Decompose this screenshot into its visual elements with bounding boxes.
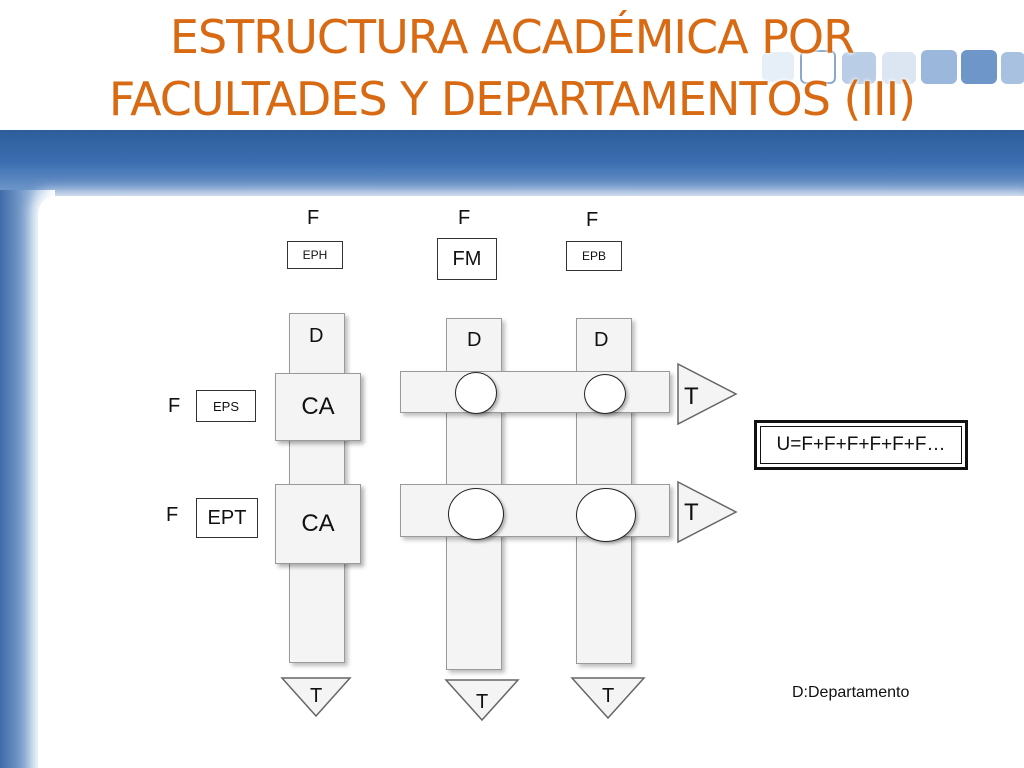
column-triangle: T xyxy=(570,677,646,720)
column-t-label: T xyxy=(476,691,488,713)
department-label: D xyxy=(309,325,324,347)
faculty-box-ept: EPT xyxy=(196,498,258,538)
faculty-box-epb: EPB xyxy=(566,241,622,271)
faculty-f-label: F xyxy=(458,207,471,229)
faculty-f-label: F xyxy=(586,209,599,231)
content-panel xyxy=(38,196,1024,768)
formula-text: U=F+F+F+F+F+F… xyxy=(760,426,962,464)
ca-intersection: CA xyxy=(275,373,361,441)
intersection-circle xyxy=(584,374,626,414)
column-t-label: T xyxy=(602,685,614,707)
column-triangle: T xyxy=(444,679,520,722)
faculty-box-eph: EPH xyxy=(287,241,343,269)
ca-intersection: CA xyxy=(275,484,361,564)
deco-square xyxy=(961,50,997,84)
title-line-2: FACULTADES Y DEPARTAMENTOS (III) xyxy=(108,72,916,126)
slide-title: ESTRUCTURA ACADÉMICA POR FACULTADES Y DE… xyxy=(0,6,1024,130)
title-line-1: ESTRUCTURA ACADÉMICA POR xyxy=(169,10,855,64)
row-triangle: T xyxy=(677,362,738,426)
legend-text: D:Departamento xyxy=(792,684,910,701)
deco-square xyxy=(762,52,794,82)
deco-square xyxy=(800,50,836,84)
row-t-label: T xyxy=(684,383,699,410)
faculty-f-label: F xyxy=(307,207,320,229)
row-t-label: T xyxy=(684,499,699,526)
department-label: D xyxy=(467,329,482,351)
deco-square xyxy=(921,50,957,84)
header-band xyxy=(0,130,1024,200)
faculty-f-label: F xyxy=(168,395,181,417)
deco-square xyxy=(1001,52,1024,84)
deco-square xyxy=(842,52,876,84)
intersection-circle xyxy=(455,372,497,414)
faculty-box-eps: EPS xyxy=(196,390,256,422)
faculty-row-bar xyxy=(400,371,670,413)
column-t-label: T xyxy=(310,685,322,707)
row-triangle: T xyxy=(677,480,738,544)
faculty-f-label: F xyxy=(166,504,179,526)
department-label: D xyxy=(594,329,609,351)
deco-square xyxy=(882,52,916,84)
column-triangle: T xyxy=(280,677,352,718)
formula-box: U=F+F+F+F+F+F… xyxy=(754,420,968,470)
intersection-circle xyxy=(576,488,636,542)
faculty-box-fm: FM xyxy=(437,238,497,280)
intersection-circle xyxy=(448,488,504,540)
